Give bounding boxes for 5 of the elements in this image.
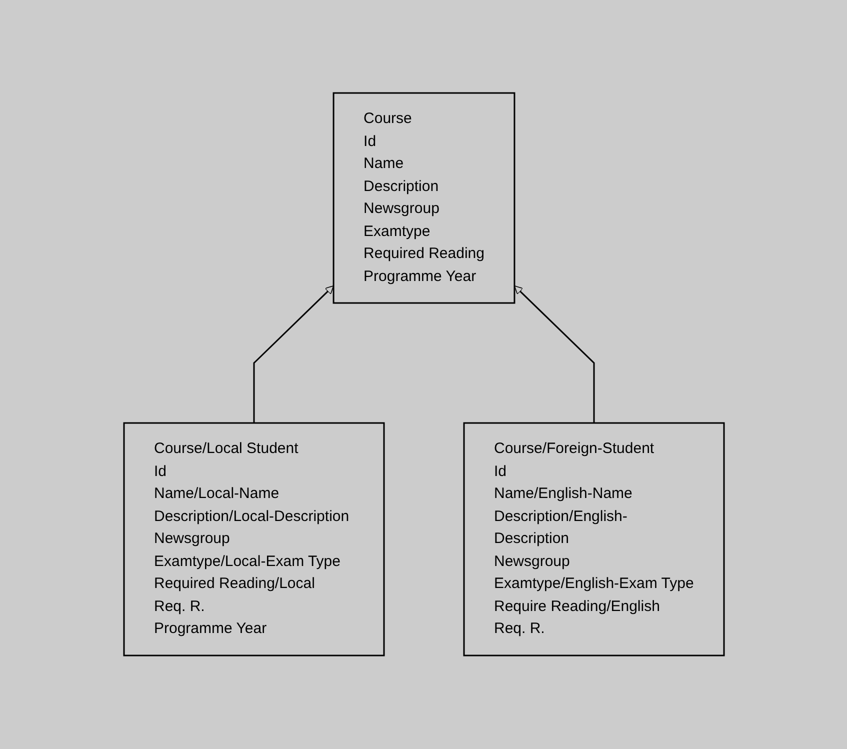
node-box (122, 422, 384, 656)
node-box (462, 422, 724, 656)
arrow (514, 286, 594, 424)
arrow (252, 286, 334, 424)
node-box (332, 92, 515, 304)
